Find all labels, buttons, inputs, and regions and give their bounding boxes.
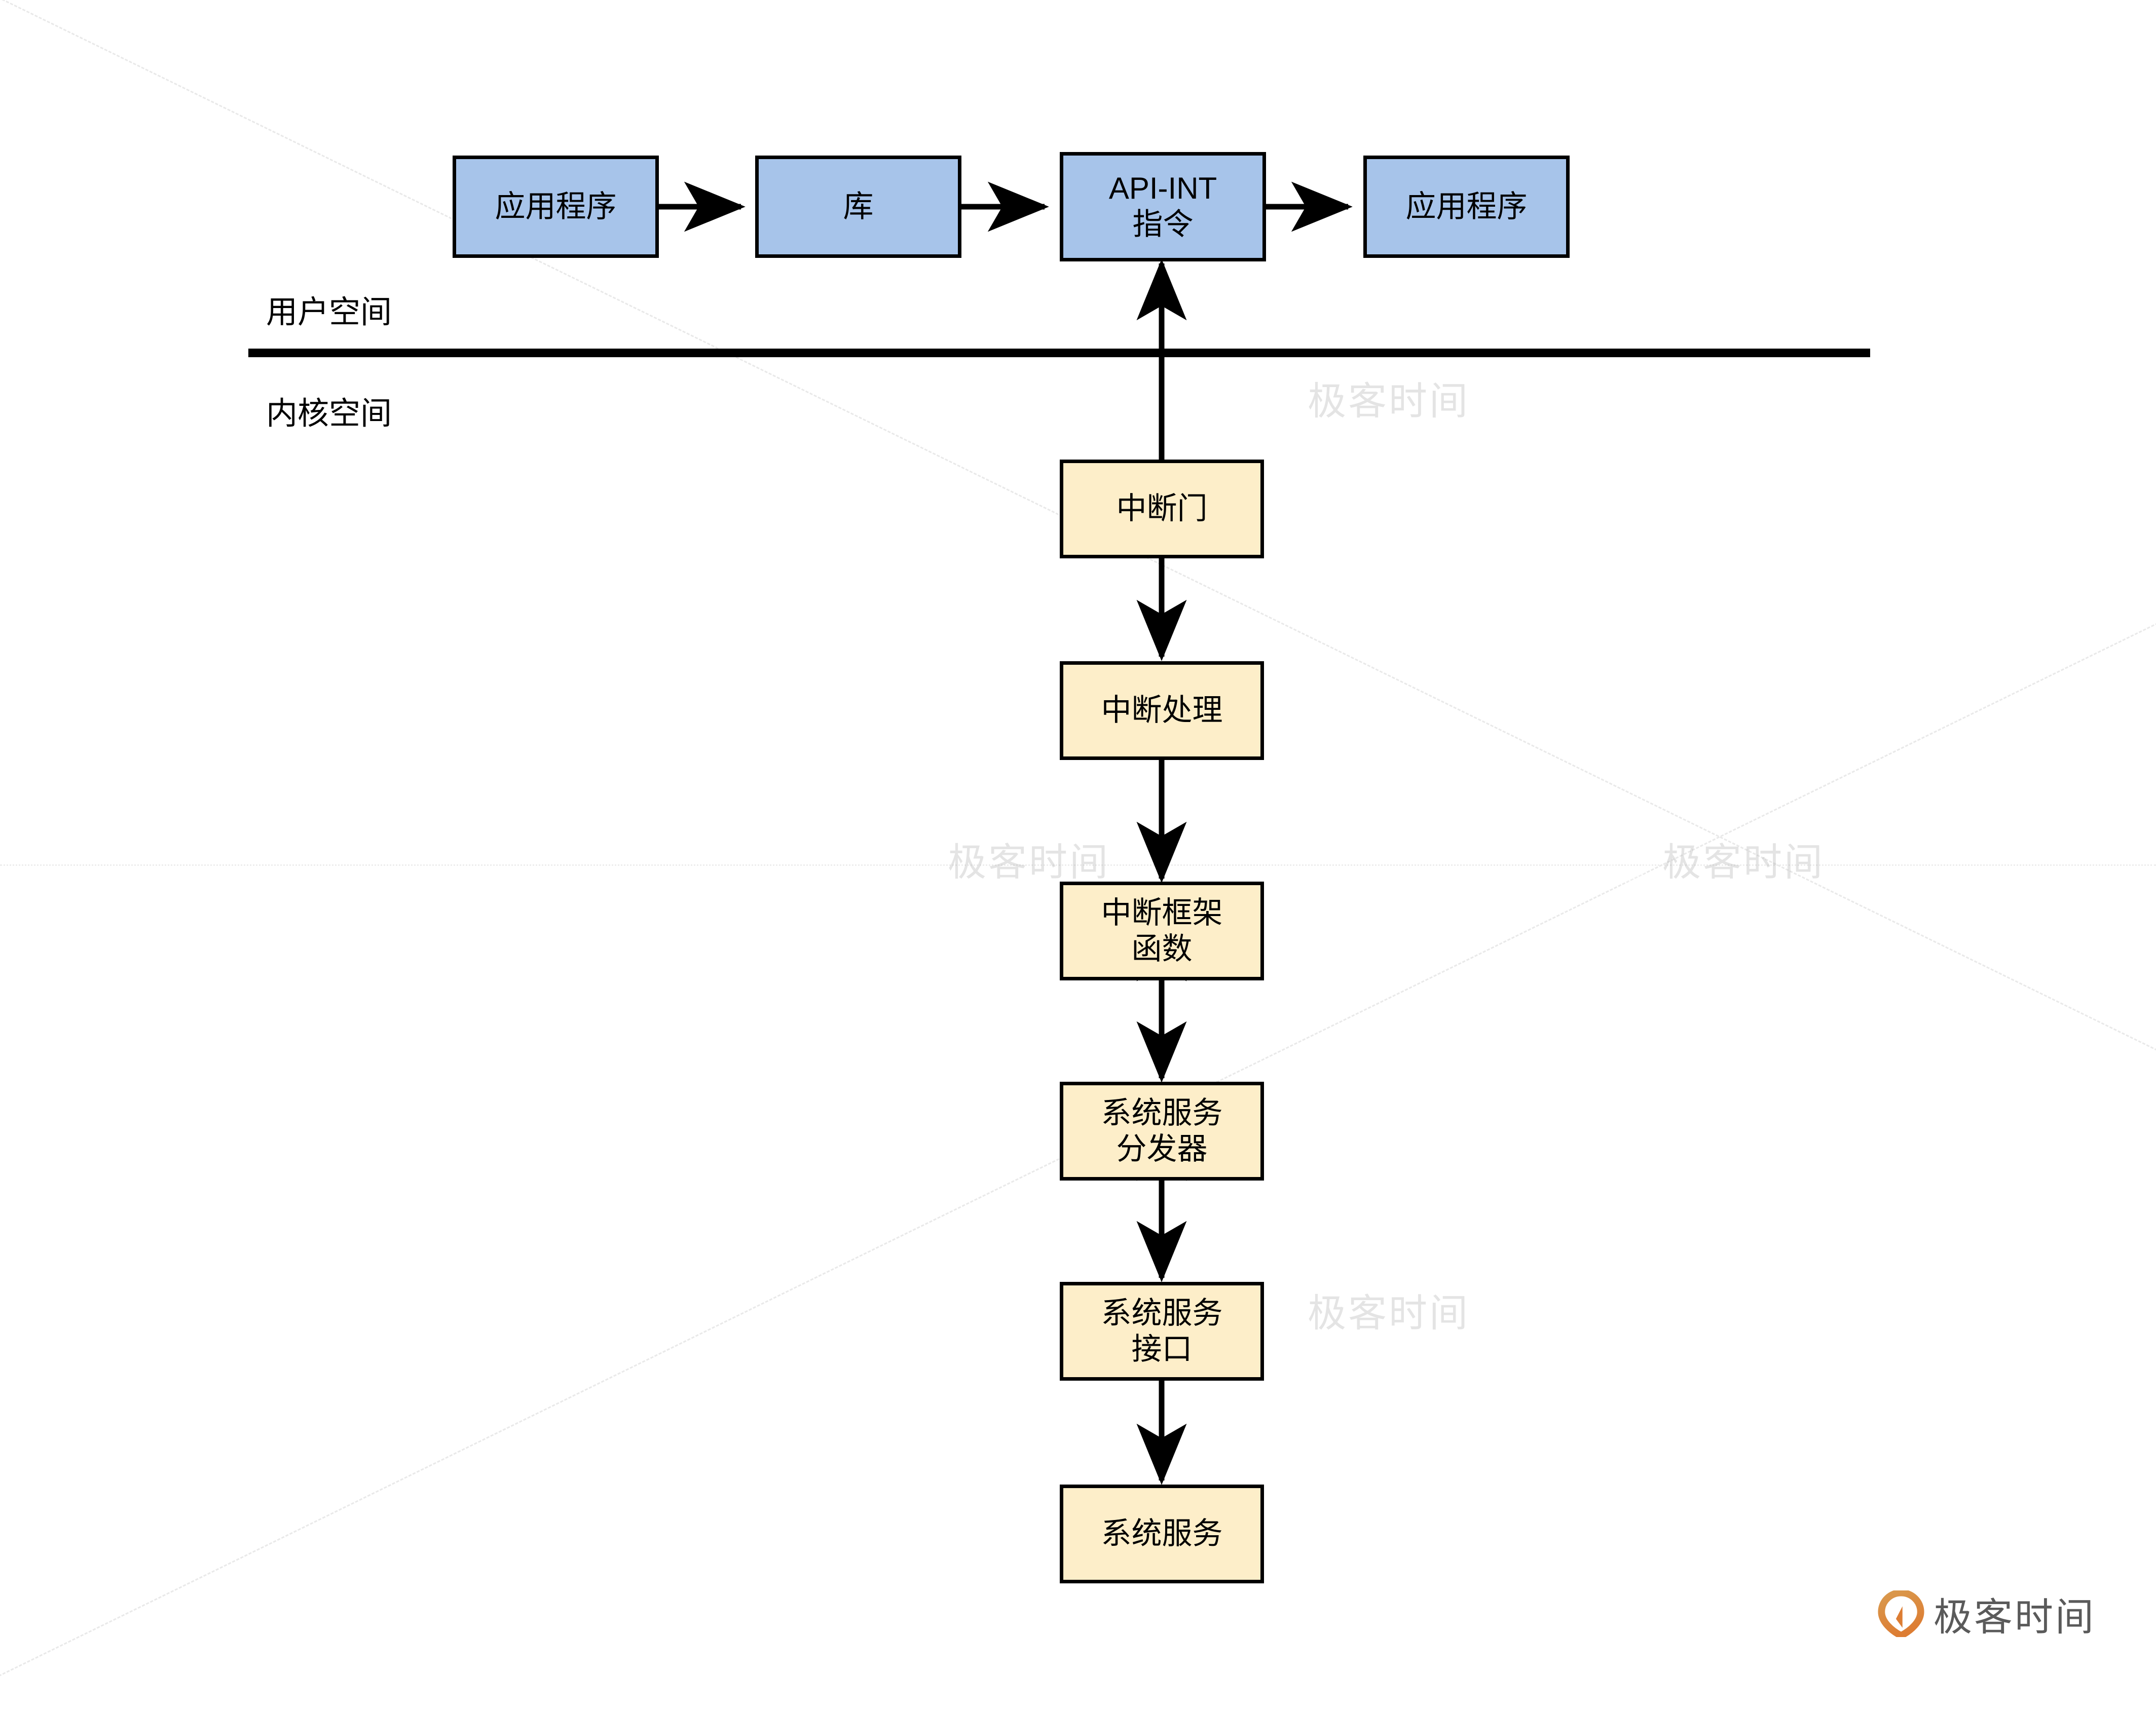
geektime-pin-icon (1607, 835, 1653, 884)
node-label: 应用程序 (1405, 189, 1528, 223)
zone-label-user-space: 用户空间 (266, 295, 392, 330)
guide-line-horizontal (0, 864, 2156, 866)
geektime-pin-icon (1252, 374, 1298, 423)
watermark-logo: 极客时间 (1252, 370, 1470, 426)
node-app-left[interactable]: 应用程序 (453, 156, 659, 258)
node-system-service-interface[interactable]: 系统服务 接口 (1060, 1282, 1264, 1381)
node-label: 系统服务 接口 (1101, 1296, 1223, 1366)
watermark-label: 极客时间 (948, 841, 1110, 884)
node-label: 应用程序 (495, 189, 617, 223)
node-label: 中断门 (1116, 491, 1208, 526)
node-label: 中断处理 (1101, 693, 1223, 728)
watermark-logo: 极客时间 (1607, 831, 1825, 887)
node-label: API-INT 指令 (1108, 171, 1217, 241)
watermark-label: 极客时间 (1308, 1292, 1470, 1335)
node-system-service[interactable]: 系统服务 (1060, 1485, 1264, 1583)
node-label: 库 (843, 189, 874, 223)
user-kernel-divider (248, 349, 1870, 357)
node-interrupt-gate[interactable]: 中断门 (1060, 460, 1264, 558)
geektime-pin-icon (892, 835, 939, 884)
node-label: 系统服务 分发器 (1101, 1095, 1223, 1166)
geektime-pin-icon (1878, 1589, 1924, 1640)
node-label: 中断框架 函数 (1101, 895, 1223, 966)
watermark-logo: 极客时间 (892, 831, 1110, 887)
node-label: 系统服务 (1101, 1516, 1223, 1551)
watermark-label: 极客时间 (1662, 841, 1825, 884)
brand-logo: 极客时间 (1878, 1586, 2096, 1642)
watermark-label: 极客时间 (1308, 380, 1470, 423)
node-interrupt-handler[interactable]: 中断处理 (1060, 661, 1264, 760)
zone-label-kernel-space: 内核空间 (266, 396, 392, 431)
node-interrupt-framework-function[interactable]: 中断框架 函数 (1060, 882, 1264, 980)
node-system-service-dispatcher[interactable]: 系统服务 分发器 (1060, 1082, 1264, 1181)
watermark-logo: 极客时间 (1252, 1282, 1470, 1338)
node-app-right[interactable]: 应用程序 (1363, 156, 1570, 258)
node-api-int[interactable]: API-INT 指令 (1060, 152, 1266, 261)
brand-label: 极客时间 (1934, 1596, 2096, 1639)
node-library[interactable]: 库 (755, 156, 961, 258)
